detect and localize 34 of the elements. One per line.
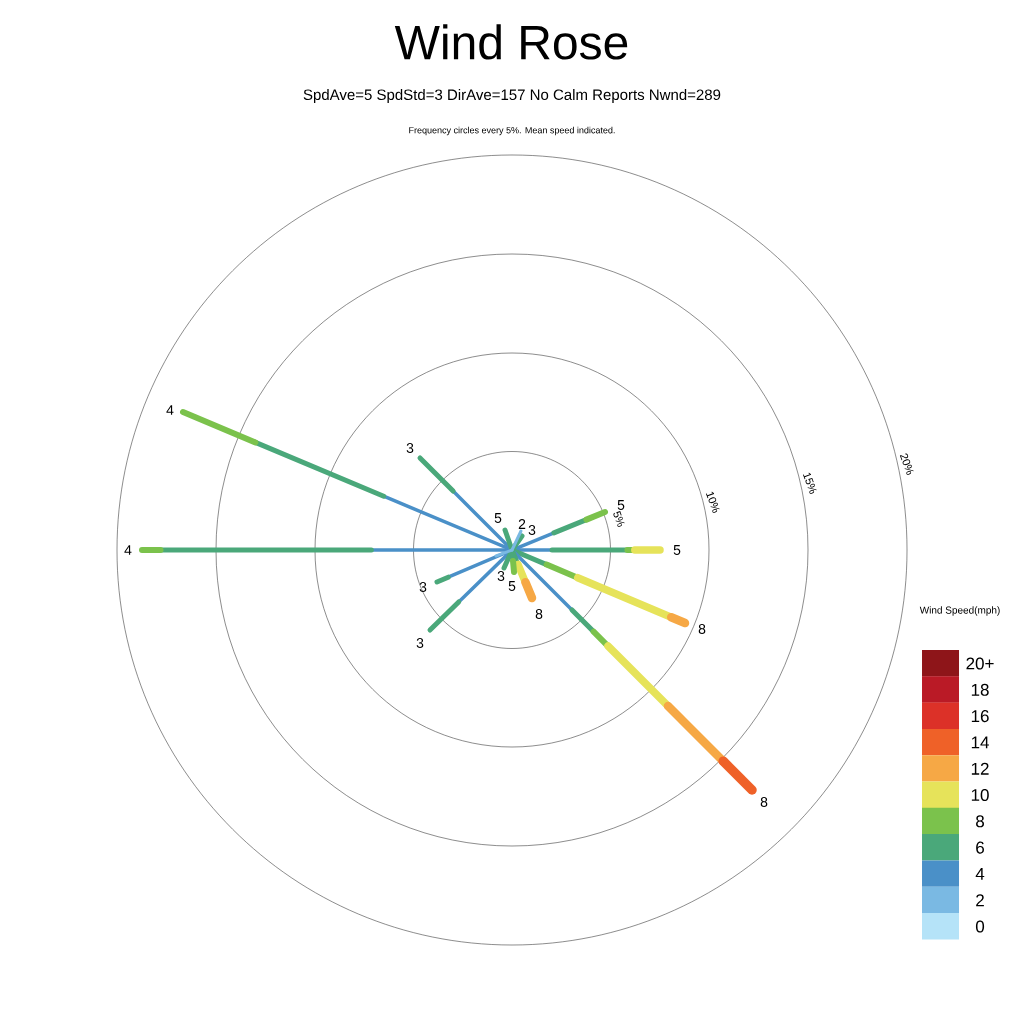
percent-label: 10% (705, 491, 720, 513)
legend-label: 12 (971, 762, 989, 775)
percent-label: 15% (803, 472, 817, 494)
speed-label: 3 (497, 571, 505, 581)
speed-label: 4 (166, 405, 174, 415)
legend-title: Wind Speed(mph) (919, 606, 1000, 616)
legend-label: 18 (971, 683, 989, 696)
legend-label: 16 (971, 710, 989, 723)
speed-label: 8 (760, 797, 768, 807)
percent-label: 20% (899, 453, 914, 475)
note: Frequency circles every 5%. Mean speed indicated. (409, 126, 615, 136)
speed-label: 3 (419, 582, 427, 592)
legend-label: 14 (971, 736, 989, 749)
legend-label: 0 (975, 920, 985, 933)
speed-label: 3 (416, 638, 424, 648)
speed-label: 8 (535, 609, 543, 619)
speed-label: 8 (698, 624, 706, 634)
speed-label: 4 (124, 545, 132, 555)
speed-label: 3 (406, 443, 414, 453)
legend-label: 6 (976, 841, 984, 854)
legend-label: 8 (976, 815, 984, 828)
legend-label: 2 (976, 894, 984, 907)
speed-label: 5 (494, 513, 502, 523)
legend-label: 4 (975, 868, 985, 880)
subtitle: SpdAve=5 SpdStd=3 DirAve=157 No Calm Reports Nwnd=289 (303, 89, 721, 103)
speed-label: 3 (528, 525, 536, 535)
speed-label: 5 (508, 581, 516, 591)
legend-label: 10 (971, 789, 989, 802)
title: Wind Rose (394, 24, 628, 60)
legend-label: 20+ (966, 657, 994, 670)
speed-label: 5 (617, 500, 625, 510)
percent-label: 5% (613, 511, 625, 527)
speed-label: 2 (518, 519, 526, 529)
speed-label: 5 (673, 545, 681, 555)
